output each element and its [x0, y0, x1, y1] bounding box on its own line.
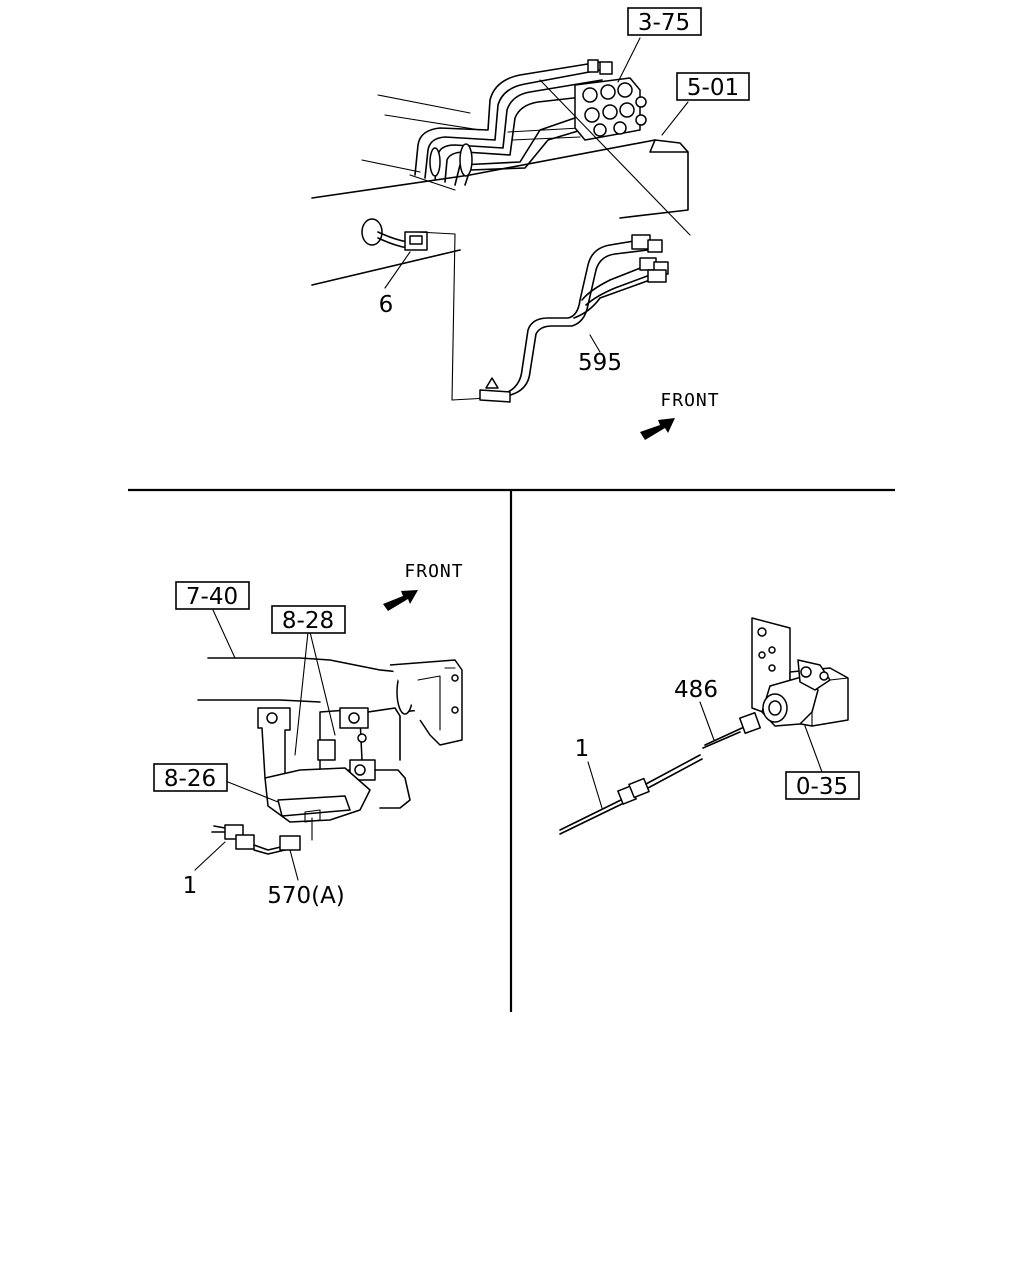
- part-1-label-left: 1: [183, 873, 198, 899]
- ref-8-26-label: 8-26: [164, 766, 216, 792]
- ref-0-35-label: 0-35: [796, 774, 848, 800]
- front-arrow-icon: [383, 590, 418, 611]
- ref-5-01-box: [676, 72, 750, 101]
- top-front-label: FRONT: [660, 390, 719, 411]
- ref-8-26-box: [153, 763, 228, 792]
- bottom-right-view: [559, 617, 849, 835]
- part-486-label: 486: [674, 677, 718, 703]
- ref-7-40-box: [175, 581, 250, 610]
- part-595-label: 595: [578, 350, 622, 376]
- ref-5-01-label: 5-01: [687, 75, 739, 101]
- front-arrow-icon: [640, 418, 675, 440]
- ref-3-75-box: [627, 7, 702, 36]
- ref-3-75-label: 3-75: [638, 10, 690, 36]
- part-1-label-right: 1: [575, 736, 590, 762]
- ref-7-40-label: 7-40: [186, 584, 238, 610]
- ref-8-28-label: 8-28: [282, 608, 334, 634]
- top-view: [311, 37, 691, 440]
- part-570a-label: 570(A): [267, 883, 345, 909]
- bottom-left-view: [194, 590, 463, 881]
- ref-8-28-box: [271, 605, 346, 634]
- part-6-label: 6: [379, 292, 394, 318]
- ref-0-35-box: [785, 771, 860, 800]
- bottom-left-front-label: FRONT: [404, 561, 463, 582]
